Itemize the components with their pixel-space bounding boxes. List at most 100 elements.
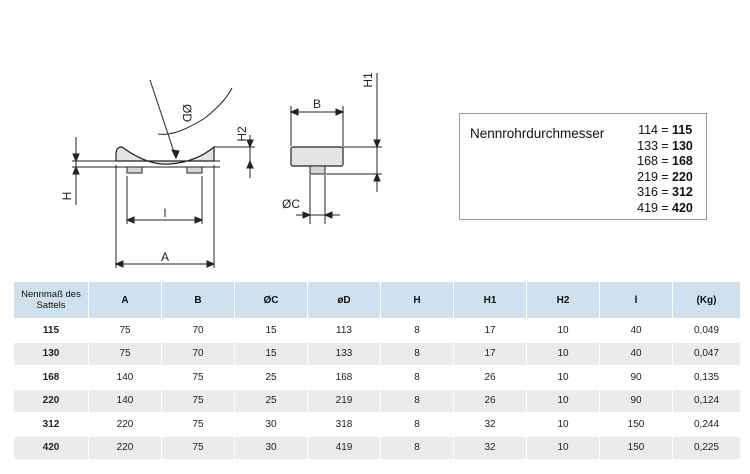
label-a: A	[161, 250, 169, 264]
table-cell: 10	[526, 341, 600, 366]
legend-pair: 133 = 130	[608, 139, 700, 155]
table-cell: 419	[307, 435, 381, 460]
table-cell: 130	[13, 341, 89, 366]
front-view	[72, 79, 255, 268]
label-h: H	[60, 192, 74, 201]
table-cell: 26	[453, 365, 527, 390]
legend-pairs: 114 = 115 133 = 130 168 = 168 219 = 220 …	[608, 123, 700, 217]
table-cell: 220	[88, 412, 162, 437]
legend-equals: =	[661, 138, 669, 153]
dimension-labels: ØD H H2 l A B H1 ØC	[60, 72, 375, 264]
table-cell: 70	[161, 318, 235, 343]
table-header-row: Nennmaß des Sattels A B ØC øD H H1 H2 l …	[13, 281, 741, 319]
side-foot	[309, 165, 326, 175]
label-h1: H1	[361, 72, 375, 88]
table-cell: 30	[234, 435, 308, 460]
column-header: (Kg)	[672, 281, 741, 319]
table-cell: 10	[526, 365, 600, 390]
legend-from: 219	[637, 169, 658, 184]
legend-pair: 219 = 220	[608, 170, 700, 186]
legend-from: 133	[637, 138, 658, 153]
column-header: H1	[453, 281, 527, 319]
saddle-spec-table: Nennmaß des Sattels A B ØC øD H H1 H2 l …	[13, 281, 741, 460]
table-cell: 32	[453, 412, 527, 437]
legend-pair: 316 = 312	[608, 185, 700, 201]
table-cell: 40	[599, 341, 673, 366]
table-cell: 90	[599, 388, 673, 413]
table-cell: 10	[526, 435, 600, 460]
side-view	[289, 73, 382, 224]
table-cell: 26	[453, 388, 527, 413]
table-cell: 25	[234, 365, 308, 390]
table-cell: 70	[161, 341, 235, 366]
table-cell: 15	[234, 318, 308, 343]
label-od: ØD	[180, 104, 194, 122]
left-foot	[126, 166, 143, 174]
label-h2: H2	[235, 126, 249, 142]
table-cell: 0,049	[672, 318, 741, 343]
legend-to: 312	[672, 185, 693, 200]
table-cell: 15	[234, 341, 308, 366]
legend-equals: =	[661, 185, 669, 200]
legend-pair: 168 = 168	[608, 154, 700, 170]
table-cell: 8	[380, 318, 454, 343]
table-cell: 0,124	[672, 388, 741, 413]
table-cell: 75	[161, 435, 235, 460]
table-cell: 75	[88, 341, 162, 366]
legend-to: 420	[672, 200, 693, 215]
table-cell: 30	[234, 412, 308, 437]
table-cell: 420	[13, 435, 89, 460]
legend-from: 114	[638, 123, 658, 137]
column-header: ØC	[234, 281, 308, 319]
table-cell: 312	[13, 412, 89, 437]
column-header: l	[599, 281, 673, 319]
table-cell: 17	[453, 341, 527, 366]
table-cell: 8	[380, 435, 454, 460]
legend-equals: =	[661, 200, 669, 215]
table-cell: 0,047	[672, 341, 741, 366]
table-cell: 140	[88, 388, 162, 413]
table-cell: 40	[599, 318, 673, 343]
table-cell: 32	[453, 435, 527, 460]
label-l: l	[164, 206, 167, 220]
table-cell: 8	[380, 412, 454, 437]
column-header: H2	[526, 281, 600, 319]
saddle-body-front	[115, 145, 215, 165]
column-header: H	[380, 281, 454, 319]
table-cell: 75	[161, 412, 235, 437]
technical-drawing: ØD H H2 l A B H1 ØC	[60, 72, 382, 268]
legend-to: 220	[672, 169, 693, 184]
legend-from: 168	[637, 154, 658, 169]
table-cell: 25	[234, 388, 308, 413]
table-cell: 8	[380, 341, 454, 366]
table-cell: 10	[526, 412, 600, 437]
table-cell: 168	[13, 365, 89, 390]
legend-equals: =	[661, 169, 669, 184]
column-header: Nennmaß des Sattels	[13, 281, 89, 319]
table-cell: 318	[307, 412, 381, 437]
saddle-body-side	[290, 146, 344, 167]
table-cell: 10	[526, 318, 600, 343]
table-cell: 150	[599, 435, 673, 460]
table-cell: 113	[307, 318, 381, 343]
pipe-arc	[149, 79, 177, 159]
legend-pair: 419 = 420	[608, 201, 700, 217]
table-cell: 17	[453, 318, 527, 343]
table-cell: 220	[88, 435, 162, 460]
table-cell: 8	[380, 388, 454, 413]
table-cell: 8	[380, 365, 454, 390]
table-cell: 219	[307, 388, 381, 413]
nominal-diameter-legend: Nennrohrdurchmesser 114 = 115 133 = 130 …	[459, 113, 707, 220]
table-cell: 133	[307, 341, 381, 366]
table-cell: 0,135	[672, 365, 741, 390]
table-cell: 150	[599, 412, 673, 437]
column-header: A	[88, 281, 162, 319]
legend-from: 419	[637, 200, 658, 215]
table-cell: 75	[161, 365, 235, 390]
legend-to: 130	[672, 138, 693, 153]
